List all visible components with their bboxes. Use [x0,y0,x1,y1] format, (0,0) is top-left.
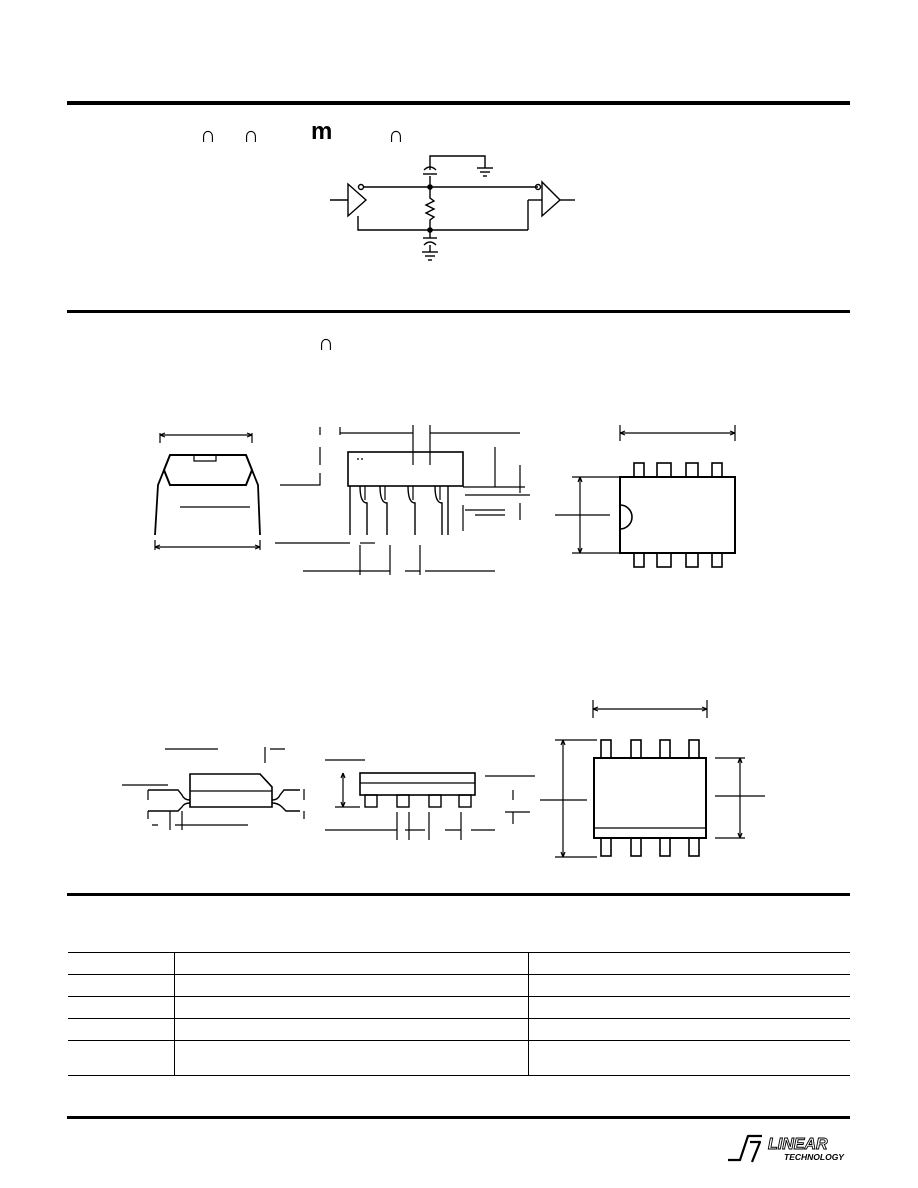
so-side-view [325,759,535,840]
header-glyph-3: m [311,118,333,145]
dip-top-view [555,425,736,568]
top-rule [67,101,850,105]
table-row [68,974,850,997]
header-glyph-4: ∩ [388,122,404,147]
table-row [68,952,850,975]
reference-table [68,952,850,1076]
bottom-rule [67,1116,850,1119]
circuit-schematic [330,155,575,261]
dip-side-view [275,425,530,575]
header-glyph-1: ∩ [200,122,216,147]
so-end-view [122,747,305,830]
svg-text:LINEAR: LINEAR [768,1136,828,1153]
header-glyph-2: ∩ [243,122,259,147]
svg-text:TECHNOLOGY: TECHNOLOGY [784,1152,845,1162]
so-top-view [540,700,765,858]
dip-end-view [154,432,261,550]
section2-glyph: ∩ [318,330,334,355]
table-row [68,1040,850,1076]
table-row [68,996,850,1019]
section3-rule [67,893,850,896]
table-row [68,1018,850,1041]
section2-rule [67,310,850,313]
linear-technology-logo: LINEAR TECHNOLOGY [728,1134,845,1163]
